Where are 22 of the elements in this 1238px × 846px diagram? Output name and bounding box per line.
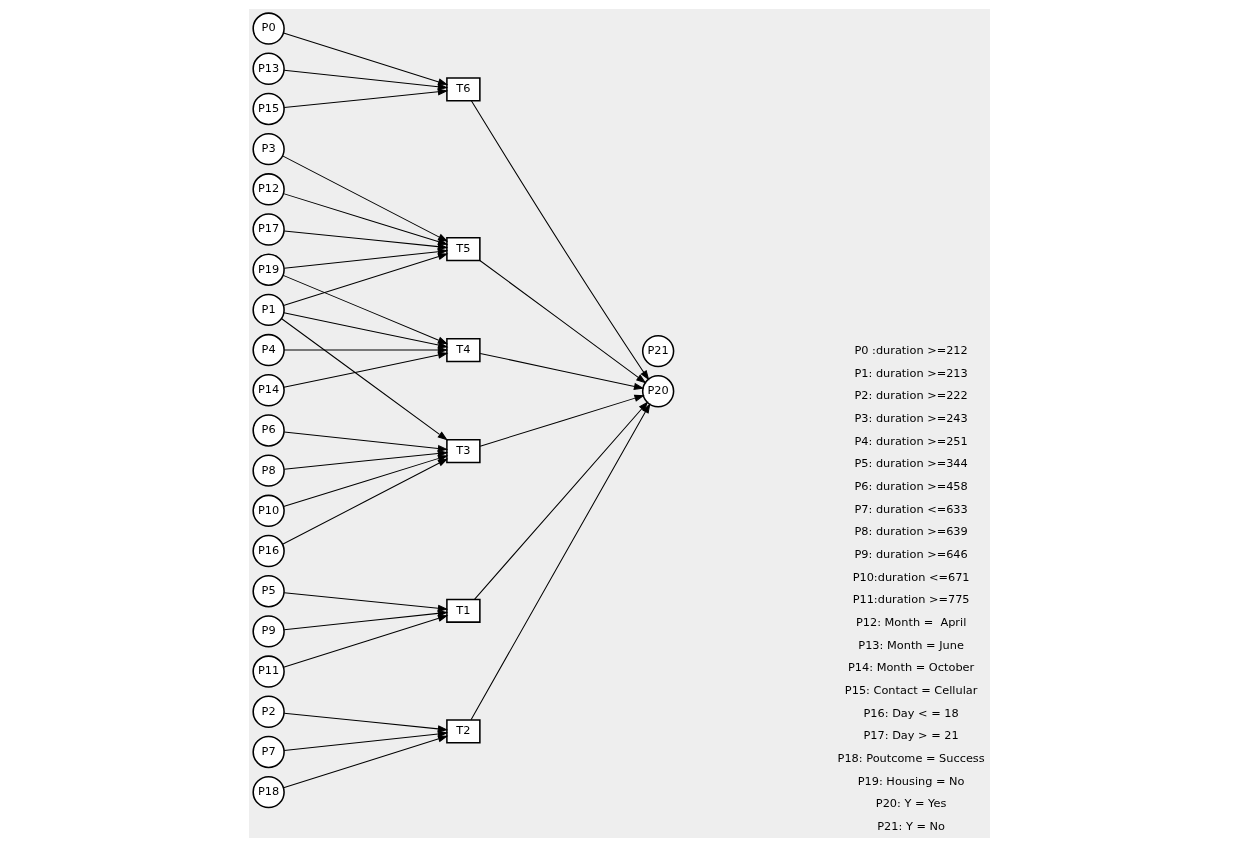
label: P6: duration >=458 [853,478,968,493]
label: P11:duration >=775 [852,591,970,606]
label: P17: Day > = 21 [863,727,959,742]
label: P14: Month = October [847,659,974,674]
label: P4: duration >=251 [853,433,968,448]
label: P2: duration >=222 [853,387,968,402]
label: P21: Y = No [876,818,945,833]
label: P15: Contact = Cellular [844,682,977,697]
label: P18: Poutcome = Success [837,750,985,765]
label: P7: duration <=633 [853,501,968,516]
label: P5: duration >=344 [853,455,968,470]
label: P8: duration >=639 [853,523,968,538]
label: P16: Day < = 18 [863,705,959,720]
label: P0 :duration >=212 [853,342,968,357]
label: P19: Housing = No [857,773,965,788]
label: P12: Month = April [855,614,966,629]
label: P1: duration >=213 [853,365,968,380]
label: P13: Month = June [857,637,964,652]
label: P9: duration >=646 [853,546,968,561]
label: P20: Y = Yes [875,795,946,810]
label: P3: duration >=243 [853,410,968,425]
label: P10:duration <=671 [852,569,970,584]
